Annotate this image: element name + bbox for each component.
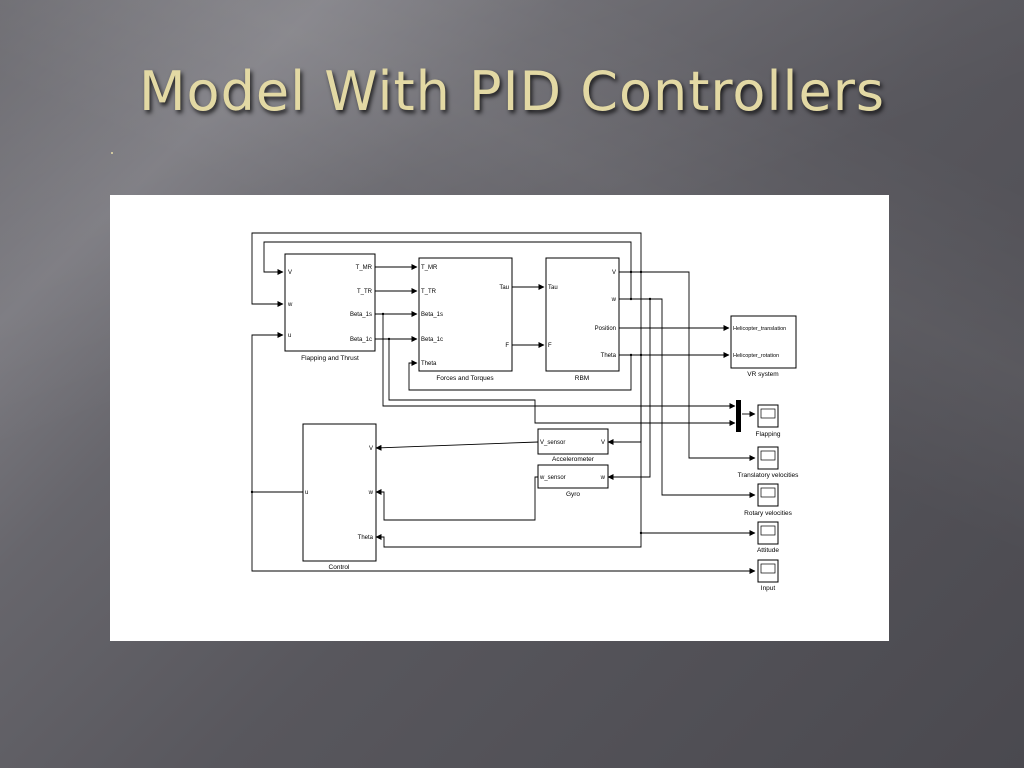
simulink-diagram-panel: V w u T_MR T_TR Beta_1s Beta_1c Flapping… — [110, 195, 889, 641]
port-label: F — [505, 343, 509, 349]
port-label: F — [548, 343, 552, 349]
block-diagram: V w u T_MR T_TR Beta_1s Beta_1c Flapping… — [250, 232, 800, 592]
port-label: w_sensor — [539, 475, 566, 481]
forces-torques-block[interactable]: T_MR T_TR Beta_1s Beta_1c Theta Tau F Fo… — [418, 257, 513, 382]
port-label: Beta_1c — [350, 337, 372, 343]
port-label: Beta_1s — [350, 312, 372, 318]
port-label: V_sensor — [540, 440, 565, 446]
block-label: RBM — [575, 375, 589, 382]
port-label: Tau — [499, 285, 509, 291]
scope-label: Input — [761, 585, 776, 592]
port-label: T_MR — [356, 265, 373, 271]
port-label: Tau — [548, 285, 558, 291]
port-label: V — [369, 446, 373, 452]
rbm-block[interactable]: Tau F V w Position Theta RBM — [545, 257, 620, 382]
port-label: T_MR — [421, 265, 438, 271]
port-label: Theta — [421, 361, 437, 367]
port-label: T_TR — [421, 289, 437, 295]
slide-title: Model With PID Controllers — [138, 60, 886, 123]
port-label: w — [368, 490, 374, 496]
port-label: Helicopter_rotation — [733, 353, 779, 359]
port-label: Beta_1c — [421, 337, 443, 343]
scope-translatory-velocities[interactable]: Translatory velocities — [738, 446, 800, 479]
control-block[interactable]: V w Theta u Control — [302, 423, 377, 571]
mux-bar — [736, 400, 741, 432]
port-label: V — [612, 270, 616, 276]
port-label: u — [288, 333, 291, 339]
scope-label: Rotary velocities — [744, 510, 792, 517]
block-label: Accelerometer — [552, 456, 595, 463]
port-label: Beta_1s — [421, 312, 443, 318]
block-label: Forces and Torques — [436, 375, 494, 382]
port-label: Helicopter_translation — [733, 326, 786, 332]
scope-input[interactable]: Input — [757, 559, 779, 592]
port-label: w — [600, 475, 606, 481]
port-label: w — [287, 302, 293, 308]
bullet-dot — [111, 152, 113, 154]
scope-attitude[interactable]: Attitude — [757, 521, 779, 554]
port-label: Position — [595, 326, 616, 332]
gyro-block[interactable]: w_sensor w Gyro — [537, 464, 609, 498]
block-label: VR system — [747, 371, 778, 378]
port-label: Theta — [358, 535, 374, 541]
scope-label: Flapping — [756, 431, 781, 438]
vr-system-block[interactable]: Helicopter_translation Helicopter_rotati… — [730, 315, 797, 378]
scope-rotary-velocities[interactable]: Rotary velocities — [744, 483, 793, 517]
flapping-thrust-block[interactable]: V w u T_MR T_TR Beta_1s Beta_1c Flapping… — [284, 253, 376, 362]
block-label: Control — [329, 564, 351, 571]
scope-label: Translatory velocities — [738, 472, 800, 479]
port-label: u — [305, 490, 308, 496]
port-label: V — [288, 270, 292, 276]
port-label: T_TR — [357, 289, 373, 295]
scope-label: Attitude — [757, 547, 779, 554]
port-label: w — [611, 297, 617, 303]
port-label: Theta — [601, 353, 617, 359]
block-label: Flapping and Thrust — [301, 355, 359, 362]
scope-flapping[interactable]: Flapping — [756, 404, 781, 438]
port-label: V — [601, 440, 605, 446]
accelerometer-block[interactable]: V_sensor V Accelerometer — [537, 428, 609, 463]
block-label: Gyro — [566, 491, 580, 498]
